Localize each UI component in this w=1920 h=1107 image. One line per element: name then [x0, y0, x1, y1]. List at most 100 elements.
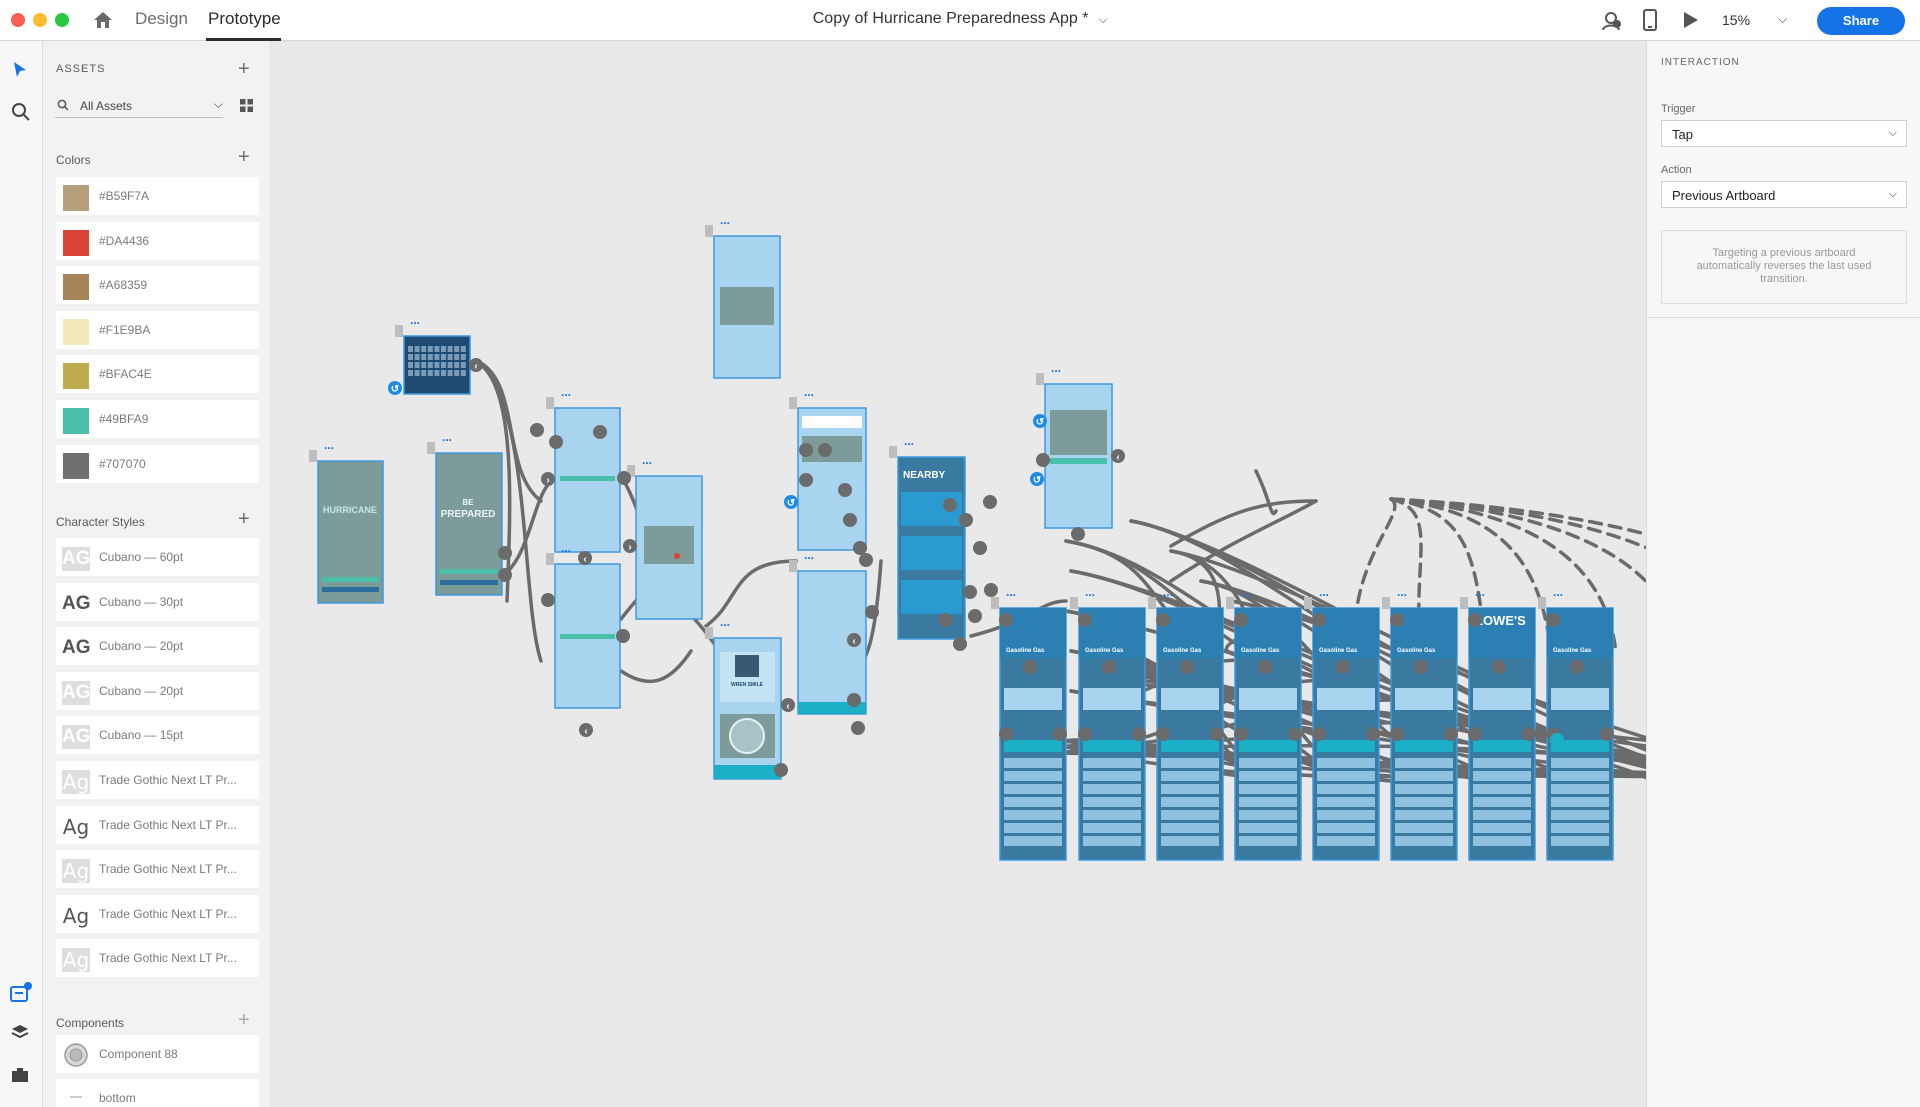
color-hex-label: #49BFA9 — [99, 412, 149, 426]
device-preview-icon[interactable] — [1643, 9, 1657, 31]
color-swatch-row[interactable]: #B59F7A — [56, 177, 259, 215]
keyboard-key — [414, 370, 420, 376]
zoom-chevron-down-icon[interactable]: ⌵ — [1778, 12, 1788, 26]
search-icon[interactable] — [11, 102, 31, 122]
tab-prototype[interactable]: Prototype — [208, 9, 281, 28]
artboard-options-label: ... — [804, 548, 814, 562]
share-button[interactable]: Share — [1817, 7, 1905, 35]
artboard: ...Gasoline Gas — [991, 585, 1067, 861]
artboard: ...Gasoline Gas — [1538, 585, 1614, 861]
list-row — [1239, 836, 1297, 846]
close-window-button[interactable] — [11, 13, 25, 27]
list-row — [1083, 758, 1141, 768]
color-swatch-row[interactable]: #BFAC4E — [56, 355, 259, 394]
trigger-select[interactable]: Tap ⌵ — [1661, 120, 1907, 147]
wire-handle-dot — [943, 498, 957, 512]
add-character-style-button[interactable]: + — [238, 508, 250, 530]
wire-handle — [799, 473, 813, 487]
keyboard-key — [441, 346, 446, 352]
maximize-window-button[interactable] — [55, 13, 69, 27]
artboard: ... — [546, 385, 621, 553]
tab-strip — [1317, 740, 1375, 752]
artboard-tab — [1538, 597, 1546, 609]
list-row — [1551, 784, 1609, 794]
wire-handle — [1156, 613, 1170, 627]
wire-handle — [774, 763, 788, 777]
play-preview-icon[interactable] — [1683, 11, 1699, 29]
artboard-tab — [395, 325, 403, 337]
prototype-wire-graph[interactable]: ...HURRICANE...BEPREPARED...............… — [271, 41, 1646, 1107]
character-style-label: Cubano — 60pt — [99, 550, 184, 564]
assets-panel-icon[interactable] — [10, 981, 34, 1003]
component-item[interactable]: bottom — [56, 1079, 259, 1107]
keyboard-key — [408, 346, 413, 352]
artboard-tab — [889, 446, 897, 458]
color-swatch-row[interactable]: #F1E9BA — [56, 310, 259, 349]
color-hex-label: #B59F7A — [99, 189, 150, 203]
wire-handle — [999, 727, 1013, 741]
chevron-down-icon: ⌵ — [1888, 188, 1897, 200]
component-item[interactable]: Component 88 — [56, 1035, 259, 1073]
color-swatch-row[interactable]: #49BFA9 — [56, 400, 259, 438]
hurricane-button — [322, 577, 379, 582]
plugins-icon[interactable] — [10, 1065, 30, 1085]
wire-handle — [938, 613, 952, 627]
wire-handle: ‹ — [469, 358, 483, 372]
document-title-wrapper: Copy of Hurricane Preparedness App * ⌵ — [0, 10, 1920, 28]
gas-card-title: Gasoline Gas — [1085, 648, 1124, 654]
wire-handle-dot — [469, 358, 483, 372]
chevron-down-icon[interactable]: ⌵ — [1098, 14, 1108, 26]
grid-view-icon[interactable] — [240, 99, 253, 112]
select-tool-icon[interactable] — [13, 61, 27, 79]
minimize-window-button[interactable] — [33, 13, 47, 27]
add-asset-button[interactable]: + — [238, 58, 250, 80]
wire-handle-dot — [865, 605, 879, 619]
wire-handle — [851, 721, 865, 735]
wire-handle-dot — [774, 763, 788, 777]
tab-design[interactable]: Design — [135, 9, 188, 28]
user-share-icon[interactable] — [1601, 10, 1623, 32]
zoom-level[interactable]: 15% — [1722, 12, 1751, 28]
home-icon[interactable] — [92, 10, 114, 30]
artboard: ... — [395, 313, 471, 395]
color-swatch-row[interactable]: #707070 — [56, 444, 259, 483]
assets-filter-select[interactable]: All Assets ⌵ — [55, 93, 223, 118]
wire-handle — [498, 568, 512, 582]
color-swatch-row[interactable]: #DA4436 — [56, 221, 259, 260]
document-title[interactable]: Copy of Hurricane Preparedness App * — [812, 10, 1089, 27]
wire-handle-dot — [847, 693, 861, 707]
profile-name: WREN SMILE — [731, 682, 764, 688]
color-swatch-row[interactable]: #A68359 — [56, 266, 259, 305]
list-row — [1473, 771, 1531, 781]
add-component-button[interactable]: + — [238, 1009, 250, 1031]
action-select[interactable]: Previous Artboard ⌵ — [1661, 181, 1907, 208]
list-row — [1161, 771, 1219, 781]
keyboard-key — [408, 354, 413, 360]
wire-handle — [1023, 660, 1037, 674]
character-style-label: Trade Gothic Next LT Pr... — [99, 773, 237, 787]
add-color-button[interactable]: + — [238, 146, 250, 168]
artboards: ...HURRICANE...BEPREPARED...............… — [309, 213, 1614, 861]
wire-handle-dot — [1312, 727, 1326, 741]
wire-handle-dot — [953, 637, 967, 651]
artboard-options-label: ... — [442, 430, 452, 444]
colors-title: Colors — [56, 153, 91, 167]
wire-handle — [616, 629, 630, 643]
wire-handle — [865, 605, 879, 619]
artboard-tab — [1070, 597, 1078, 609]
wire-handle — [1036, 453, 1050, 467]
layers-icon[interactable] — [10, 1023, 30, 1043]
artboard-options-label: ... — [1006, 585, 1016, 599]
artboard: ...LOWE'S — [1460, 585, 1536, 861]
